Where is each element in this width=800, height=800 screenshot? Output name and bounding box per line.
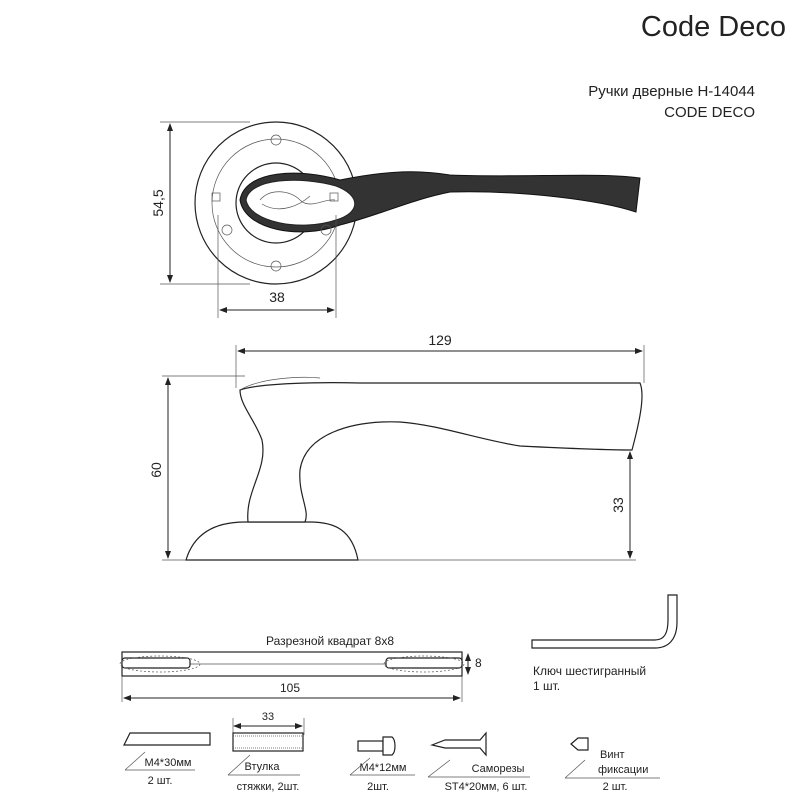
side-view: 60 129 33 — [148, 332, 645, 561]
part-qty: ST4*20мм, 6 шт. — [445, 781, 528, 793]
part-set-screw: Винт фиксации 2 шт. — [564, 737, 660, 793]
part-screw-m4x30: M4*30мм 2 шт. — [123, 732, 211, 787]
part-qty: 2шт. — [367, 781, 389, 793]
brand-caps: CODE DECO — [664, 104, 755, 121]
part-screw-m4x12: M4*12мм 2шт. — [349, 736, 415, 793]
spindle: Разрезной квадрат 8х8 8 105 — [119, 634, 482, 702]
product-title: Ручки дверные H-14044 — [588, 83, 755, 100]
part-label: Винт — [600, 749, 625, 761]
part-qty: 2 шт. — [603, 781, 628, 793]
front-view: 54,5 38 — [150, 121, 641, 318]
dim-lever-height: 33 — [610, 497, 626, 513]
bushing-dim: 33 — [262, 711, 274, 723]
dim-width: 38 — [269, 289, 285, 305]
part-self-tapping-screws: Саморезы ST4*20мм, 6 шт. — [427, 731, 530, 793]
part-label: Саморезы — [472, 763, 525, 775]
part-label: M4*12мм — [360, 762, 407, 774]
hex-key-label: Ключ шестигранный — [533, 664, 646, 678]
brand-logo: Code Deco — [641, 11, 786, 43]
spindle-label: Разрезной квадрат 8х8 — [266, 634, 394, 648]
dim-height: 54,5 — [150, 189, 166, 216]
spindle-dim-length: 105 — [280, 681, 300, 695]
part-label: M4*30мм — [145, 757, 192, 769]
part-qty: 2 шт. — [148, 775, 173, 787]
hex-key: Ключ шестигранный 1 шт. — [531, 594, 678, 693]
part-bushing: 33 Втулка стяжки, 2шт. — [227, 711, 305, 793]
spindle-dim-size: 8 — [475, 656, 482, 670]
hex-key-qty: 1 шт. — [533, 679, 560, 693]
dim-length: 129 — [428, 332, 452, 348]
part-label-2: фиксации — [598, 764, 648, 776]
dim-height-side: 60 — [148, 462, 164, 478]
part-label: Втулка — [245, 761, 281, 773]
part-qty: стяжки, 2шт. — [237, 781, 300, 793]
